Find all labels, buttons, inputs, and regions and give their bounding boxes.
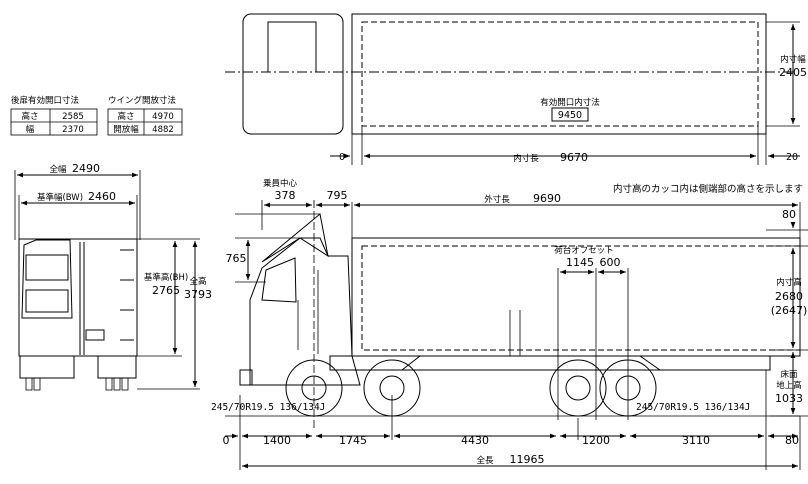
inner-length-label: 内寸長	[513, 153, 539, 164]
front-gap-value: 0	[339, 152, 345, 163]
overall-width-label: 全幅	[49, 164, 67, 175]
dim-2-value: 1745	[339, 434, 367, 447]
inner-width-label: 内寸幅	[780, 54, 806, 65]
base-width-value: 2460	[88, 190, 116, 203]
inner-height-label: 内寸高	[776, 277, 802, 288]
tire-rear-spec: 245/70R19.5 136/134J	[636, 402, 750, 413]
occupant-center-value: 378	[275, 189, 296, 202]
top-view-inner-box	[361, 21, 759, 127]
base-height-label: 基準高(BH)	[144, 272, 188, 283]
dim-3-value: 4430	[461, 434, 489, 447]
front-view-tires	[25, 377, 129, 391]
top-view-cab-seat	[267, 21, 317, 72]
floor-label-2: 地上高	[776, 380, 802, 391]
overall-length-value: 11965	[510, 453, 545, 466]
side-view	[225, 200, 808, 470]
wing-opening-title: ウイング開放寸法	[108, 95, 176, 106]
front-bumper	[19, 356, 75, 379]
floor-label-1: 床面	[780, 369, 798, 380]
outer-length-value: 9690	[533, 192, 561, 205]
outer-length-label: 外寸長	[484, 194, 510, 205]
rear-opening-row-label: 幅	[26, 124, 35, 135]
dim-rear-value: 80	[785, 434, 799, 447]
top-view-cab	[242, 13, 344, 135]
chassis-frame	[329, 355, 771, 371]
front-offset-value: 795	[327, 189, 348, 202]
side-cab	[249, 237, 361, 386]
rear-opening-title: 後扉有効開口寸法	[11, 95, 79, 106]
inner-length-value: 9670	[560, 151, 588, 164]
side-cab-window	[261, 257, 297, 303]
air-deflector	[261, 213, 329, 263]
offset-label: 荷台オフセット	[554, 245, 614, 256]
opening-value-box	[551, 107, 589, 122]
wing-opening-row-value: 4970	[152, 112, 174, 122]
dim-front-start: 0	[223, 434, 230, 447]
front-view-cab	[21, 239, 73, 319]
rear-opening-table: 後扉有効開口寸法 高さ 2585 幅 2370	[10, 95, 98, 136]
dim-5-value: 3110	[682, 434, 710, 447]
dim-4-value: 1200	[582, 434, 610, 447]
rear-wheel-1	[549, 359, 607, 417]
front-view	[14, 170, 200, 391]
opening-value: 9450	[558, 110, 582, 121]
wing-opening-row-value: 4882	[152, 125, 174, 135]
rear-opening-row-label: 高さ	[21, 111, 38, 122]
inner-height-side-value: (2647)	[771, 304, 808, 317]
inner-width-value: 2405	[779, 66, 807, 79]
wing-opening-row-label: 高さ	[117, 111, 134, 122]
wing-opening-row-label: 開放幅	[113, 124, 139, 135]
overall-length-label: 全長	[476, 455, 494, 466]
offset-a-value: 1145	[566, 256, 594, 269]
top-gap-value: 80	[782, 208, 796, 221]
dim-1-value: 1400	[263, 434, 291, 447]
tire-front-spec: 245/70R19.5 136/134J	[211, 402, 325, 413]
rear-opening-row-value: 2585	[62, 112, 84, 122]
rear-opening-row-value: 2370	[62, 125, 84, 135]
top-view	[225, 13, 800, 165]
note-text: 内寸高のカッコ内は側端部の高さを示します	[613, 183, 803, 195]
total-height-label: 全高	[189, 276, 206, 287]
wing-opening-table: ウイング開放寸法 高さ 4970 開放幅 4882	[107, 95, 183, 136]
total-height-value: 3793	[184, 288, 212, 301]
rear-gap-value: 20	[786, 152, 798, 163]
front-view-box	[18, 238, 138, 357]
occupant-center-label: 乗員中心	[263, 178, 298, 189]
cargo-inner-dashed	[361, 245, 801, 351]
cab-height-value: 765	[226, 252, 247, 265]
base-width-label: 基準幅(BW)	[37, 192, 83, 203]
opening-label: 有効開口内寸法	[540, 97, 600, 108]
base-height-value: 2765	[152, 284, 180, 297]
floor-value: 1033	[775, 392, 803, 405]
inner-height-value: 2680	[775, 290, 803, 303]
offset-b-value: 600	[600, 256, 621, 269]
top-view-body	[351, 13, 767, 135]
overall-width-value: 2490	[72, 162, 100, 175]
